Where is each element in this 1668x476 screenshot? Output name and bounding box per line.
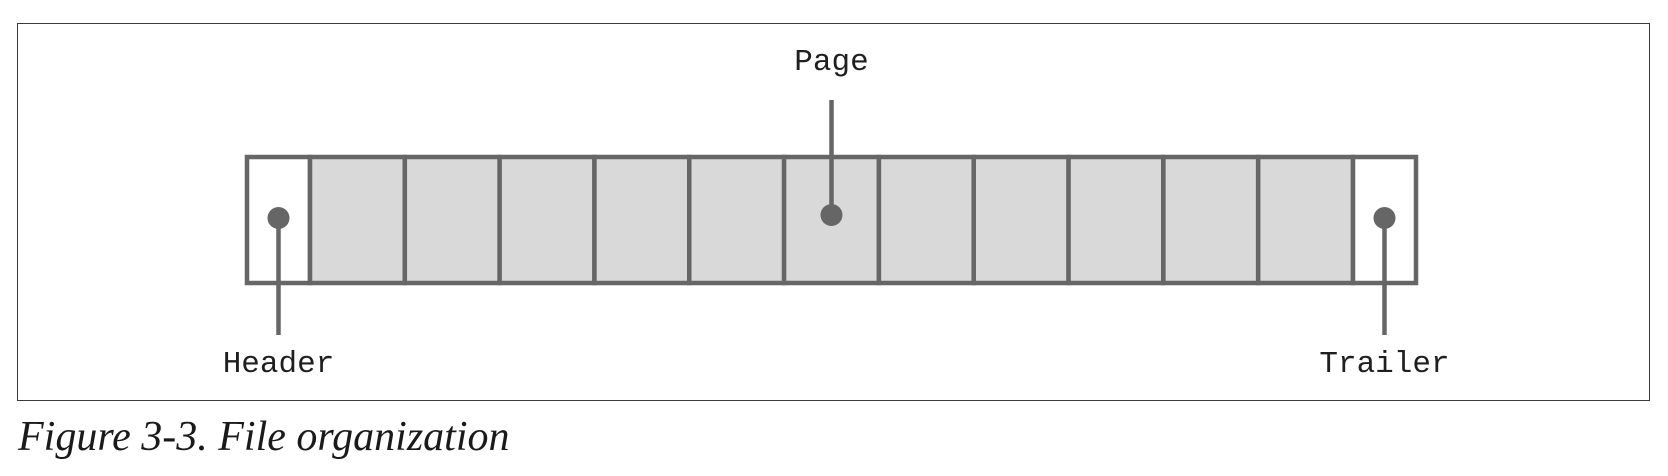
header-label: Header bbox=[223, 347, 335, 382]
page-block bbox=[592, 154, 692, 286]
page-block bbox=[1066, 154, 1166, 286]
page-label: Page bbox=[794, 45, 868, 80]
figure-caption: Figure 3-3. File organization bbox=[18, 414, 510, 460]
connectors bbox=[267, 100, 1396, 335]
page-block bbox=[1161, 154, 1261, 286]
page-block bbox=[876, 154, 976, 286]
page-block bbox=[971, 154, 1071, 286]
page-block bbox=[1255, 154, 1356, 286]
trailer-label: Trailer bbox=[1319, 347, 1449, 382]
trailer-connector-dot bbox=[1373, 207, 1396, 229]
page-block bbox=[497, 154, 597, 286]
page-block bbox=[402, 154, 502, 286]
page-block bbox=[307, 154, 408, 286]
page-block bbox=[687, 154, 787, 286]
header-connector-dot bbox=[267, 207, 290, 229]
page-connector-dot bbox=[820, 204, 843, 226]
file-organization-diagram: Page Header Trailer bbox=[223, 45, 1450, 382]
file-blocks bbox=[244, 154, 1419, 286]
